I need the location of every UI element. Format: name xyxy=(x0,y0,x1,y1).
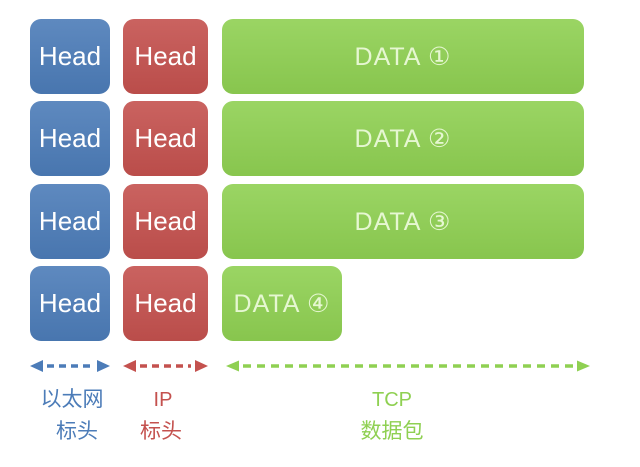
ip-header-block: Head xyxy=(123,184,208,259)
ip-legend-line2: 标头 xyxy=(140,420,182,443)
ip-header-block: Head xyxy=(123,101,208,176)
packet-row: Head Head DATA ② xyxy=(0,101,640,176)
ethernet-legend-line2: 标头 xyxy=(56,420,98,443)
ethernet-legend-line1: 以太网 xyxy=(40,388,104,411)
ip-header-block: Head xyxy=(123,266,208,341)
ethernet-header-block: Head xyxy=(30,266,110,341)
tcp-span-arrow xyxy=(226,360,590,372)
tcp-data-block: DATA ② xyxy=(222,101,584,176)
ethernet-span-arrow xyxy=(30,360,110,372)
ip-header-block: Head xyxy=(123,19,208,94)
ip-span-arrow xyxy=(123,360,208,372)
tcp-data-block: DATA ① xyxy=(222,19,584,94)
ethernet-header-block: Head xyxy=(30,19,110,94)
ethernet-header-block: Head xyxy=(30,184,110,259)
ip-legend-line1: IP xyxy=(153,389,173,411)
span-arrows xyxy=(30,360,590,372)
tcp-data-block: DATA ④ xyxy=(222,266,342,341)
ethernet-header-block: Head xyxy=(30,101,110,176)
packet-row: Head Head DATA ④ xyxy=(0,266,640,341)
packet-row: Head Head DATA ③ xyxy=(0,184,640,259)
tcp-data-block: DATA ③ xyxy=(222,184,584,259)
tcp-legend-line1: TCP xyxy=(372,389,412,411)
tcp-legend-line2: 数据包 xyxy=(360,420,424,443)
packet-row: Head Head DATA ① xyxy=(0,19,640,94)
